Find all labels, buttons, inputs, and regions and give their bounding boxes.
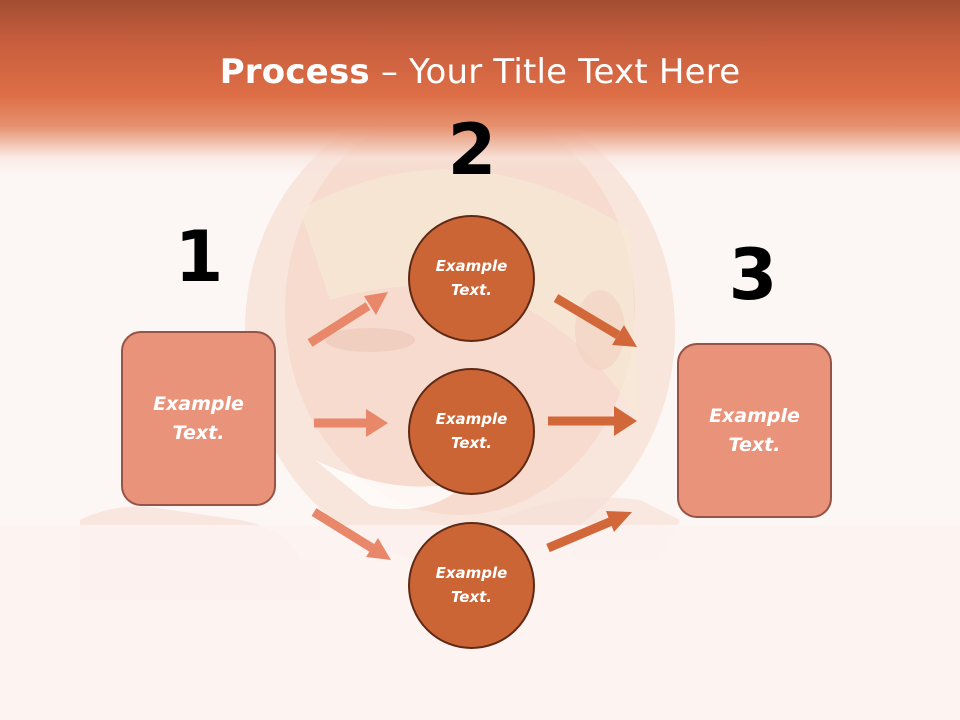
step-2-circle-middle: Example Text. <box>408 368 535 495</box>
step-3-box: Example Text. <box>677 343 832 518</box>
header-band <box>0 0 960 175</box>
arrow-bottom-to-3 <box>546 511 632 553</box>
step-1-label: Example Text. <box>153 393 244 444</box>
step-number-3: 3 <box>728 234 778 316</box>
arrow-middle-to-3 <box>548 406 637 436</box>
arrow-top-to-3 <box>553 294 637 347</box>
step-2-circle-bottom: Example Text. <box>408 522 535 649</box>
arrow-1-to-bottom <box>311 508 391 560</box>
title-rest: – Your Title Text Here <box>369 52 741 92</box>
circle-top-label: Example Text. <box>435 257 508 299</box>
step-number-1: 1 <box>174 216 224 298</box>
step-1-box: Example Text. <box>121 331 276 506</box>
slide-title: Process – Your Title Text Here <box>0 52 960 92</box>
step-3-label: Example Text. <box>709 405 800 456</box>
circle-middle-label: Example Text. <box>435 410 508 452</box>
arrow-1-to-middle <box>314 409 388 437</box>
circle-bottom-label: Example Text. <box>435 564 508 606</box>
arrow-1-to-top <box>307 292 388 347</box>
title-bold: Process <box>219 52 370 92</box>
step-number-2: 2 <box>447 109 497 191</box>
step-2-circle-top: Example Text. <box>408 215 535 342</box>
